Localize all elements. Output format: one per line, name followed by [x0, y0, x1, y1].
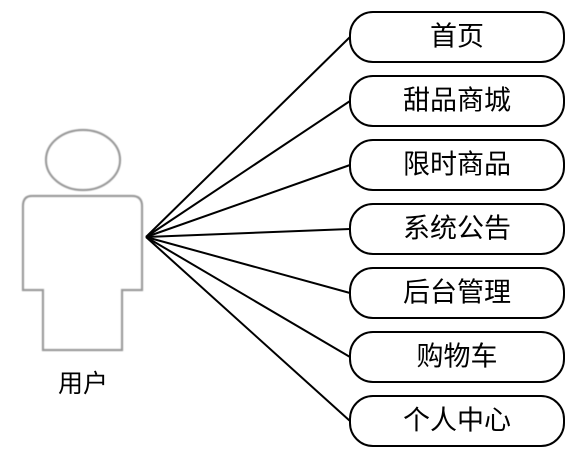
use-case-label: 系统公告 [403, 214, 511, 245]
use-case-label: 甜品商城 [403, 86, 511, 117]
actor-label: 用户 [58, 369, 108, 398]
use-case-label: 首页 [430, 22, 484, 53]
use-case-box [349, 331, 565, 383]
connector-line [145, 228, 351, 238]
use-case-node: 限时商品 [349, 139, 565, 191]
use-case-label: 限时商品 [403, 150, 511, 181]
use-case-node: 甜品商城 [349, 75, 565, 127]
use-case-box [349, 267, 565, 319]
connector-line [145, 100, 351, 238]
use-case-box [349, 395, 565, 447]
connector-line [145, 236, 351, 358]
actor-body [21, 194, 144, 352]
use-case-node: 首页 [349, 11, 565, 63]
use-case-label: 个人中心 [403, 406, 511, 437]
use-case-node: 系统公告 [349, 203, 565, 255]
connector-line [145, 236, 351, 422]
use-case-node: 后台管理 [349, 267, 565, 319]
connector-line [145, 36, 351, 238]
use-case-node: 购物车 [349, 331, 565, 383]
use-case-box [349, 11, 565, 63]
actor-head [44, 128, 122, 192]
connector-line [145, 236, 351, 294]
connector-group [145, 36, 351, 422]
use-case-label: 购物车 [417, 342, 498, 373]
use-case-box [349, 203, 565, 255]
actor-figure: 用户 [21, 128, 144, 398]
use-case-box [349, 139, 565, 191]
connector-line [145, 164, 351, 238]
use-case-node: 个人中心 [349, 395, 565, 447]
use-case-box [349, 75, 565, 127]
use-case-label: 后台管理 [403, 278, 511, 309]
